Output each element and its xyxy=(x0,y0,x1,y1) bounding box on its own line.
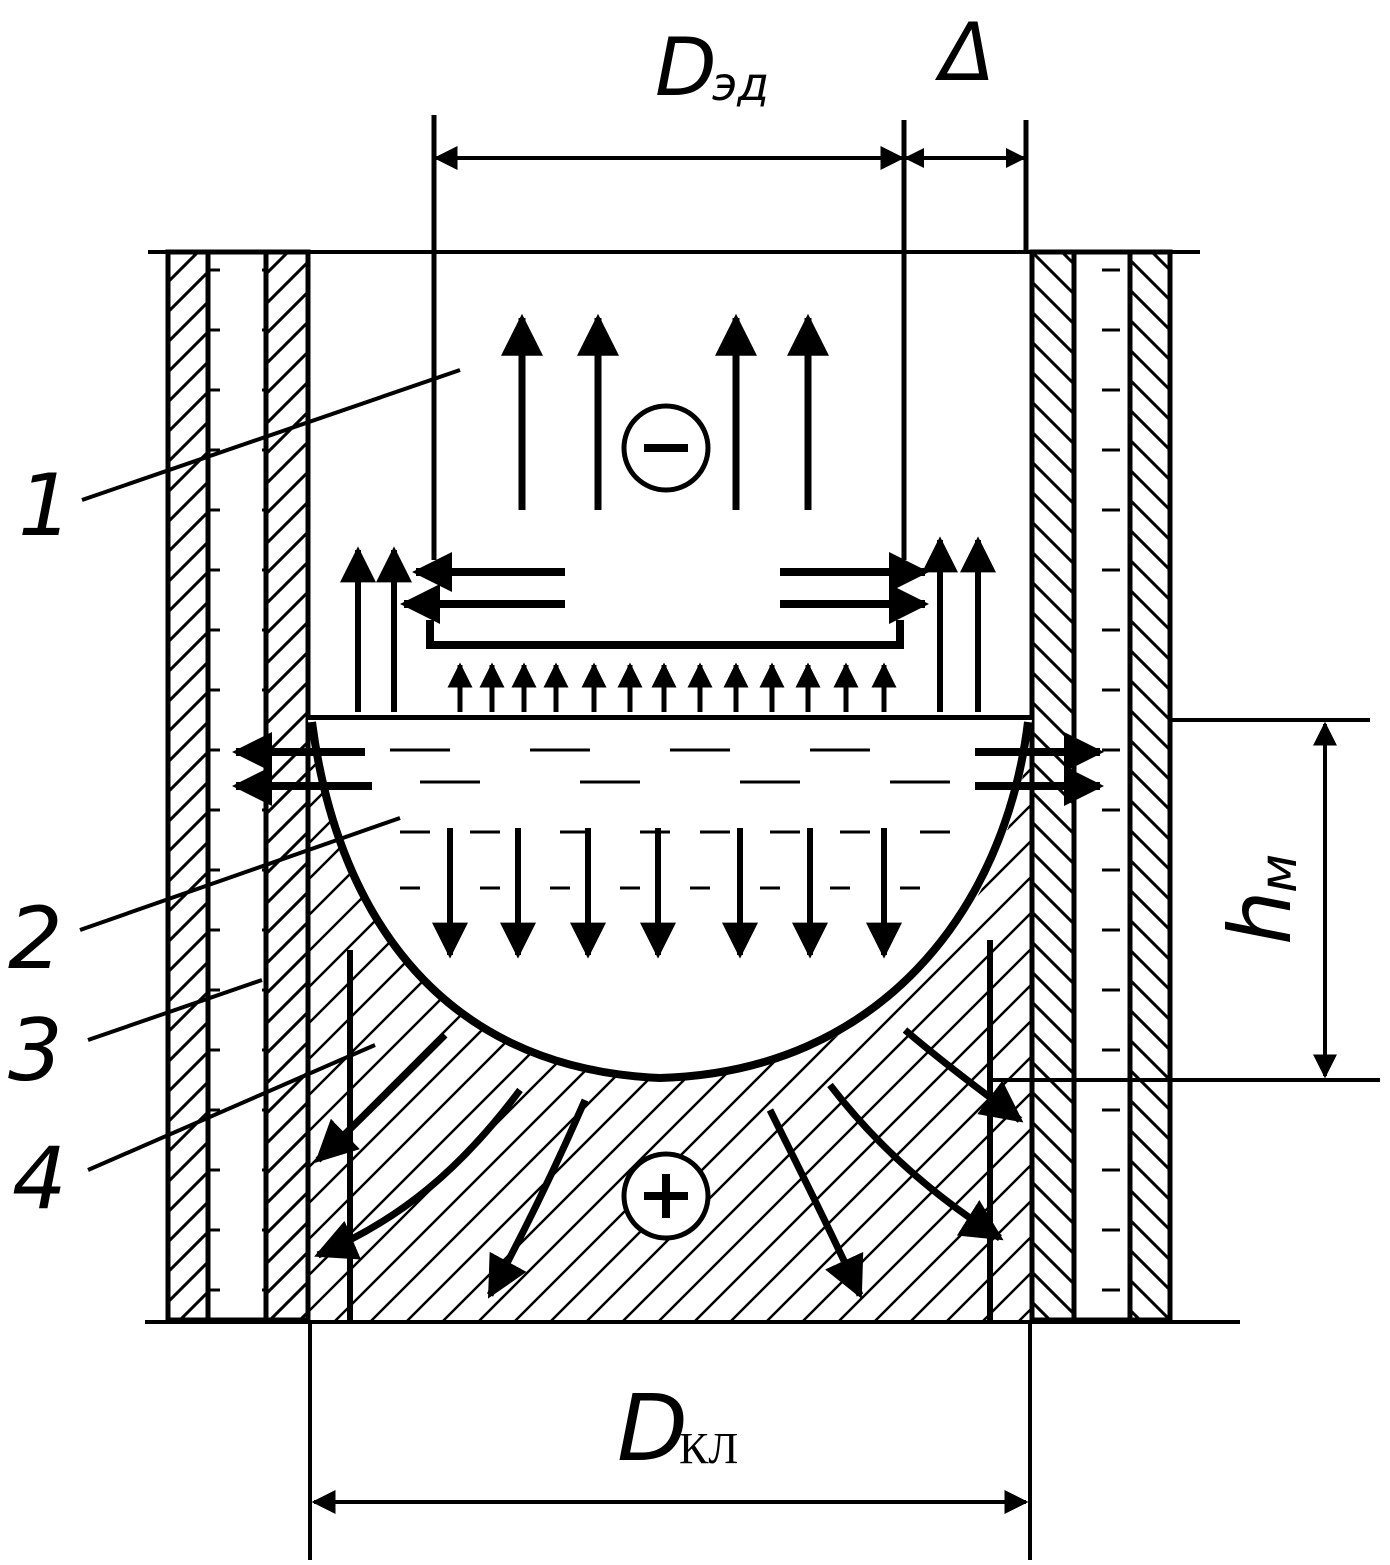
minus-sign xyxy=(621,403,711,493)
upward-arrows-electrode xyxy=(501,313,829,510)
h-m-label: h м xyxy=(1211,854,1311,945)
horizontal-arrows-electrode xyxy=(400,552,929,624)
delta-symbol: Δ xyxy=(934,6,995,99)
slag-bath xyxy=(308,715,1032,1083)
downward-arrows-slag xyxy=(432,828,902,959)
callout-3: 3 xyxy=(8,1001,63,1101)
d-ed-symbol: D xyxy=(655,21,717,114)
d-ed-subscript: эд xyxy=(712,57,769,111)
ingot-flow-arrows xyxy=(314,1027,1024,1299)
callout-2: 2 xyxy=(8,889,63,989)
plus-sign xyxy=(621,1151,711,1241)
d-kl-symbol: D xyxy=(617,1375,688,1482)
callout-4: 4 xyxy=(12,1129,67,1229)
callout-leaders xyxy=(79,368,461,1172)
electrode xyxy=(426,115,907,649)
small-upward-arrows xyxy=(447,662,897,712)
upward-arrows-gap xyxy=(340,536,996,712)
h-m-subscript: м xyxy=(1249,854,1309,893)
callout-1: 1 xyxy=(18,456,73,556)
horizontal-arrows-slag xyxy=(232,732,1104,806)
h-m-symbol: h xyxy=(1211,890,1311,945)
d-kl-subscript: КЛ xyxy=(679,1424,738,1473)
